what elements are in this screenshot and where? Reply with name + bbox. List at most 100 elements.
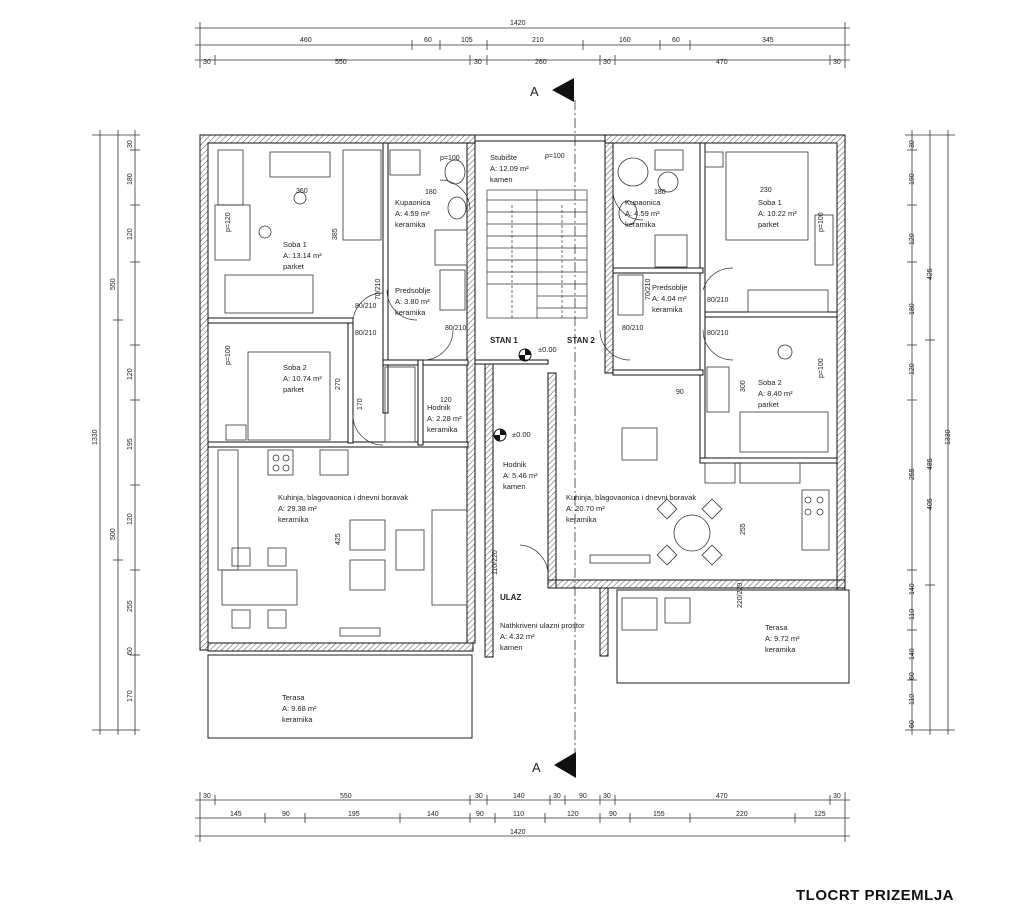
room-soba1-right: Soba 1 A: 10.22 m² parket bbox=[758, 198, 797, 229]
svg-text:A: 2.28 m²: A: 2.28 m² bbox=[427, 414, 462, 423]
dim-left-c1-3: 120 bbox=[127, 228, 134, 240]
svg-text:keramika: keramika bbox=[427, 425, 458, 434]
dim-bot-6: 90 bbox=[579, 793, 587, 800]
svg-text:A: 13.14 m²: A: 13.14 m² bbox=[283, 251, 322, 260]
svg-text:A: 9.72 m²: A: 9.72 m² bbox=[765, 634, 800, 643]
svg-text:A: 8.40 m²: A: 8.40 m² bbox=[758, 389, 793, 398]
dim-bot-r2-6: 110 bbox=[513, 811, 524, 818]
dim-right-c1-11: 110 bbox=[909, 694, 916, 705]
dim-top-2: 60 bbox=[424, 37, 432, 44]
dim-right-c1-12: 60 bbox=[909, 720, 916, 728]
dim-left-c1-5: 195 bbox=[127, 438, 134, 450]
svg-text:parket: parket bbox=[283, 385, 305, 394]
dim-top-7: 345 bbox=[762, 37, 774, 44]
dim-top-5: 160 bbox=[619, 37, 631, 44]
dim-right-c1-5: 120 bbox=[909, 363, 916, 375]
level-label-1: ±0.00 bbox=[538, 345, 557, 354]
misc-dim: 170 bbox=[357, 398, 364, 410]
dim-right-c1-9: 140 bbox=[909, 648, 916, 660]
svg-text:keramika: keramika bbox=[652, 305, 683, 314]
dim-bot-r2-11: 125 bbox=[814, 811, 826, 818]
dim-right-c1-2: 190 bbox=[909, 173, 916, 185]
dim-left-c1-7: 60 bbox=[127, 647, 134, 655]
svg-text:Soba 1: Soba 1 bbox=[758, 198, 782, 207]
misc-dim: 385 bbox=[332, 228, 339, 240]
dim-left-c1-6: 120 bbox=[127, 513, 134, 525]
svg-text:parket: parket bbox=[758, 400, 780, 409]
dim-top-1: 460 bbox=[300, 37, 312, 44]
svg-text:Predsoblje: Predsoblje bbox=[652, 283, 687, 292]
dim-bot-3: 30 bbox=[475, 793, 483, 800]
misc-dim: 300 bbox=[740, 380, 747, 392]
dimension-bottom bbox=[195, 792, 850, 842]
dim-top-r2-3: 30 bbox=[474, 59, 482, 66]
svg-text:A: 10.74 m²: A: 10.74 m² bbox=[283, 374, 322, 383]
stan1-label: STAN 1 bbox=[490, 336, 518, 345]
svg-text:keramika: keramika bbox=[395, 308, 426, 317]
svg-text:Soba 2: Soba 2 bbox=[283, 363, 307, 372]
dim-right-total: 1330 bbox=[945, 429, 952, 445]
svg-text:Terasa: Terasa bbox=[765, 623, 788, 632]
svg-text:Soba 1: Soba 1 bbox=[283, 240, 307, 249]
svg-text:Predsoblje: Predsoblje bbox=[395, 286, 430, 295]
svg-text:A: 29.38 m²: A: 29.38 m² bbox=[278, 504, 317, 513]
dim-top-r2-2: 550 bbox=[335, 59, 347, 66]
terrace-left bbox=[207, 654, 473, 739]
dim-bot-7: 30 bbox=[603, 793, 611, 800]
svg-text:A: 20.70 m²: A: 20.70 m² bbox=[566, 504, 605, 513]
svg-text:A: 4.04 m²: A: 4.04 m² bbox=[652, 294, 687, 303]
svg-text:A: 4.59 m²: A: 4.59 m² bbox=[625, 209, 660, 218]
misc-dim: 120 bbox=[440, 397, 452, 404]
window-tag: p=100 bbox=[225, 345, 232, 365]
svg-text:Nathkriveni ulazni prostor: Nathkriveni ulazni prostor bbox=[500, 621, 585, 630]
misc-dim: 180 bbox=[425, 189, 437, 196]
door-tag: 110/220 bbox=[492, 550, 499, 575]
room-soba1-left: Soba 1 A: 13.14 m² parket bbox=[283, 240, 322, 271]
dim-bot-r2-1: 145 bbox=[230, 811, 242, 818]
misc-dim: 255 bbox=[740, 523, 747, 535]
dim-left-c1-8: 255 bbox=[127, 600, 134, 612]
svg-text:Kuhinja, blagovaonica i dnevni: Kuhinja, blagovaonica i dnevni boravak bbox=[278, 493, 408, 502]
misc-dim: 90 bbox=[676, 389, 684, 396]
room-soba2-left: Soba 2 A: 10.74 m² parket bbox=[283, 363, 322, 394]
svg-text:A: 5.46 m²: A: 5.46 m² bbox=[503, 471, 538, 480]
dim-top-r2-6: 470 bbox=[716, 59, 728, 66]
svg-text:Hodnik: Hodnik bbox=[427, 403, 451, 412]
svg-text:Terasa: Terasa bbox=[282, 693, 305, 702]
door-tag: 80/210 bbox=[622, 325, 644, 332]
dim-top-r2-1: 30 bbox=[203, 59, 211, 66]
room-kuhinja-left: Kuhinja, blagovaonica i dnevni boravak A… bbox=[278, 493, 408, 524]
level-label-2: ±0.00 bbox=[512, 430, 531, 439]
svg-text:keramika: keramika bbox=[765, 645, 796, 654]
room-kuhinja-right: Kuhinja, blagovaonica i dnevni boravak A… bbox=[566, 493, 696, 524]
svg-text:Kupaonica: Kupaonica bbox=[395, 198, 431, 207]
exterior-walls bbox=[199, 134, 846, 658]
drawing-title: TLOCRT PRIZEMLJA bbox=[796, 887, 954, 904]
misc-dim: 230 bbox=[760, 187, 772, 194]
dimension-left bbox=[92, 130, 140, 735]
dim-bot-r2-7: 120 bbox=[567, 811, 579, 818]
dim-bot-9: 30 bbox=[833, 793, 841, 800]
dim-bot-r2-9: 155 bbox=[653, 811, 665, 818]
dim-top-r2-5: 30 bbox=[603, 59, 611, 66]
section-letter-bottom: A bbox=[532, 760, 541, 775]
svg-text:parket: parket bbox=[758, 220, 780, 229]
dim-right-c1-10: 60 bbox=[909, 672, 916, 680]
door-swings bbox=[352, 179, 734, 576]
dim-top-r2-4: 260 bbox=[535, 59, 547, 66]
window-tag: p=100 bbox=[818, 212, 825, 232]
room-stubiste: Stubište A: 12.09 m² kamen bbox=[490, 153, 529, 184]
room-predsoblje-left: Predsoblje A: 3.80 m² keramika bbox=[395, 286, 430, 317]
section-marker-bottom: A bbox=[532, 752, 576, 778]
dim-right-c2-2: 485 bbox=[927, 458, 934, 470]
svg-text:kamen: kamen bbox=[503, 482, 526, 491]
dim-right-c1-1: 30 bbox=[909, 140, 916, 148]
level-markers bbox=[493, 348, 532, 442]
interior-walls bbox=[207, 142, 838, 464]
dim-bot-r2-8: 90 bbox=[609, 811, 617, 818]
dim-bot-total: 1420 bbox=[510, 829, 526, 836]
window-tag: p=100 bbox=[818, 358, 825, 378]
door-tag: 80/210 bbox=[355, 330, 377, 337]
room-ulazni-prostor: Nathkriveni ulazni prostor A: 4.32 m² ka… bbox=[500, 621, 585, 652]
ulaz-label: ULAZ bbox=[500, 593, 521, 602]
